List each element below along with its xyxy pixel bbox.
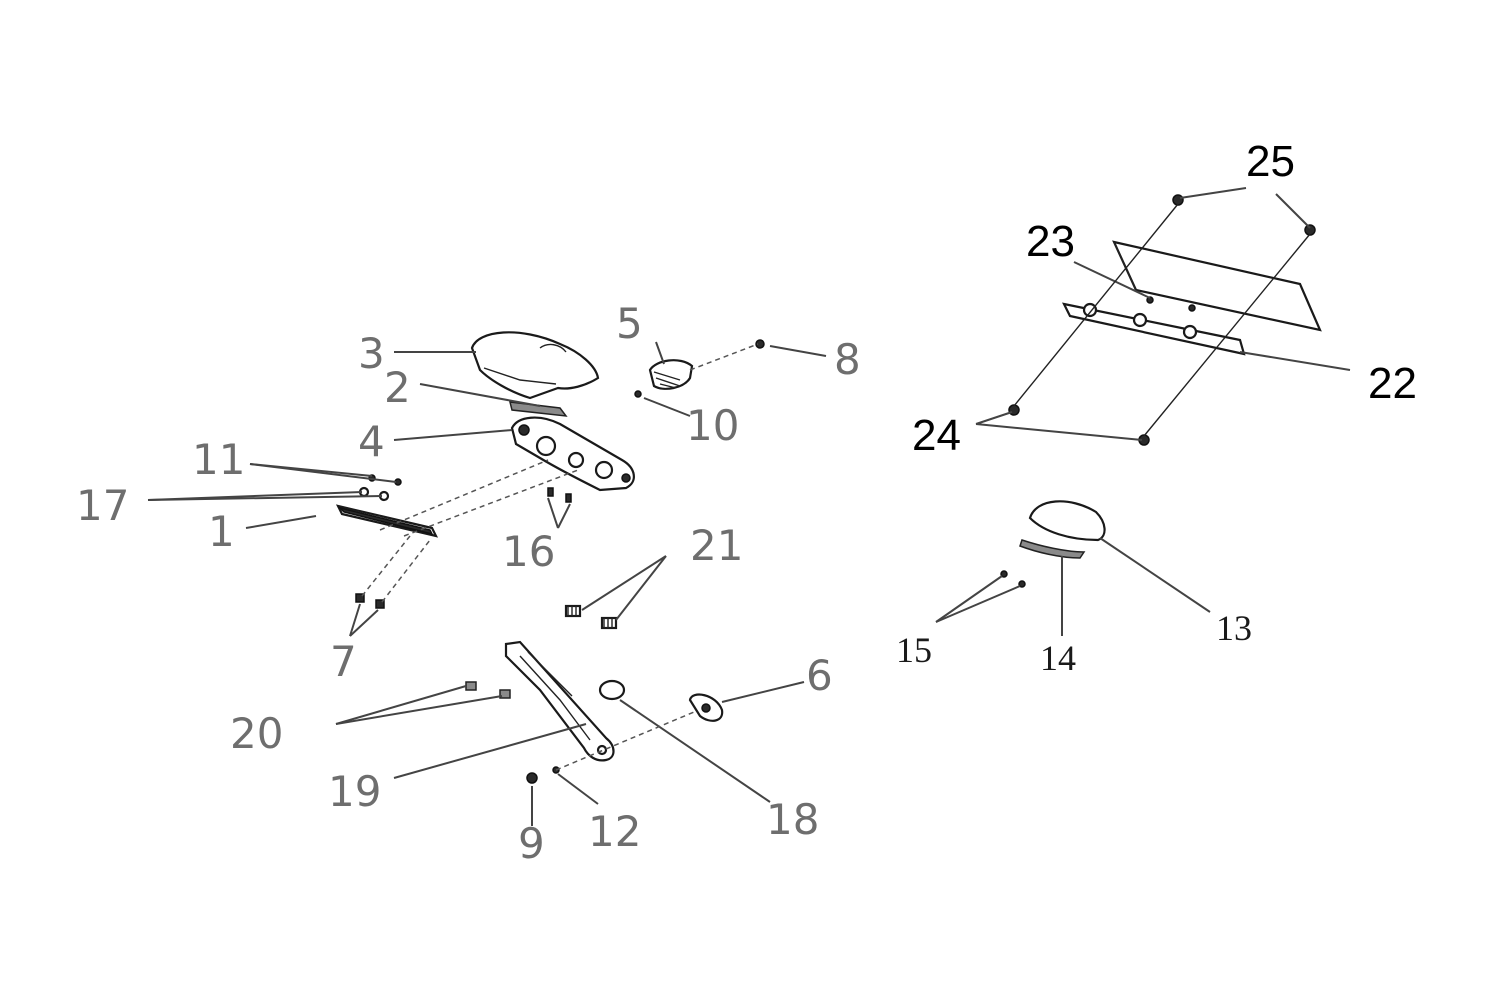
leader-lines [147, 187, 1351, 826]
label-part-3: 3 [358, 329, 385, 378]
label-part-22: 22 [1368, 359, 1417, 408]
part-3-upper-cover [470, 331, 600, 400]
label-part-2: 2 [384, 363, 411, 412]
label-part-14: 14 [1040, 638, 1076, 678]
part-10-screw [634, 390, 642, 398]
label-part-1: 1 [208, 507, 235, 556]
label-part-23: 23 [1026, 217, 1075, 266]
part-7-bolts [355, 593, 385, 609]
part-21-springs [564, 604, 618, 630]
assembly-lines [361, 203, 1311, 771]
part-14-gasket [1019, 539, 1086, 559]
label-part-5: 5 [616, 299, 643, 348]
part-18-ring [598, 679, 626, 701]
label-part-17: 17 [76, 481, 129, 530]
label-part-9: 9 [518, 819, 545, 868]
label-part-19: 19 [328, 767, 381, 816]
part-4-holder [510, 416, 635, 492]
label-part-7: 7 [330, 637, 357, 686]
label-part-12: 12 [588, 807, 641, 856]
label-part-11: 11 [192, 435, 245, 484]
part-8-screw [755, 339, 765, 349]
part-2-strip [509, 401, 568, 417]
part-16-bolts [547, 487, 572, 503]
part-5-switch [648, 359, 694, 390]
label-part-21: 21 [690, 521, 743, 570]
part-25-screw-a [1172, 194, 1184, 206]
label-part-24: 24 [912, 411, 961, 460]
label-part-4: 4 [358, 417, 385, 466]
part-1-plate [335, 504, 439, 538]
label-part-25: 25 [1246, 137, 1295, 186]
part-15-screws [1000, 570, 1026, 588]
label-part-6: 6 [806, 651, 833, 700]
part-13-reflector [1028, 500, 1106, 542]
label-part-16: 16 [502, 527, 555, 576]
part-25-screw-b [1304, 224, 1316, 236]
label-part-15: 15 [896, 630, 932, 670]
label-part-13: 13 [1216, 608, 1252, 648]
label-part-20: 20 [230, 709, 283, 758]
label-part-18: 18 [766, 795, 819, 844]
part-labels: 3 2 4 5 8 10 11 17 1 16 21 7 6 20 19 18 … [76, 137, 1417, 868]
part-23-frame [1112, 240, 1322, 332]
part-6-washer [688, 693, 724, 722]
label-part-10: 10 [686, 401, 739, 450]
part-20-screws [465, 681, 511, 699]
label-part-8: 8 [834, 335, 861, 384]
part-22-plate [1062, 296, 1246, 356]
part-9-nut [526, 772, 538, 784]
